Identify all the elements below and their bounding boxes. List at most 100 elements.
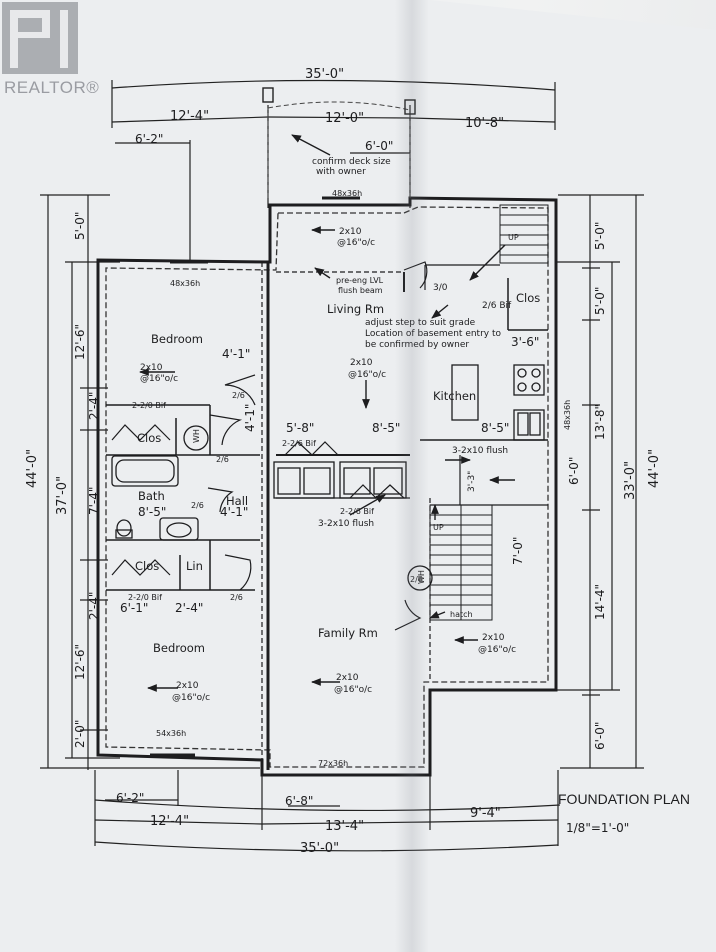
room-bath: Bath: [138, 489, 165, 503]
paper-fold-shadow: [395, 0, 429, 952]
dim-top-sub-mid: 6'-0": [365, 139, 393, 153]
note-step-3: be confirmed by owner: [365, 340, 469, 350]
note-deck-1: confirm deck size: [312, 157, 391, 167]
dim-inner-d: 8'-5": [372, 421, 400, 435]
realtor-watermark-text: REALTOR®: [4, 78, 100, 97]
dimension-lines: [40, 79, 644, 852]
dim-left-f: 12'-6": [73, 644, 87, 680]
label-stair-up-top: UP: [508, 233, 519, 242]
label-bifold-living: 2-2/6 Bif: [282, 439, 316, 448]
label-window-kitchen: 48x36h: [563, 400, 572, 430]
dim-right-g: 6'-0": [593, 722, 607, 750]
dim-inner-j: 3'-6": [511, 335, 539, 349]
dim-bottom-overall: 35'-0": [300, 841, 339, 856]
joist-spacing-family: @16"o/c: [334, 685, 372, 695]
note-beam-2: flush beam: [338, 286, 383, 295]
realtor-watermark: REALTOR®: [0, 0, 99, 102]
label-bifold-closet-top: 2-2/0 Bif: [132, 401, 166, 410]
room-kitchen: Kitchen: [433, 389, 476, 403]
dim-inner-g: 4'-1": [220, 505, 248, 519]
dim-inner-k: 3'-3": [467, 471, 477, 492]
label-door-bedroom-bottom: 2/6: [230, 593, 243, 602]
label-stair-up-bottom: UP: [433, 523, 444, 532]
doors: [111, 261, 428, 631]
dim-left-c: 2'-4": [87, 392, 101, 420]
dim-inner-a: 4'-1": [222, 347, 250, 361]
room-closet-kitchen: Clos: [516, 291, 540, 305]
joist-size-bedroom-bottom: 2x10: [176, 681, 199, 691]
dim-left-e: 2'-4": [87, 592, 101, 620]
note-beam-1: pre-eng LVL: [336, 276, 384, 285]
dim-inner-b: 4'-1": [243, 404, 257, 432]
dim-bottom-sub-left: 6'-2": [116, 791, 144, 805]
room-bedroom-top: Bedroom: [151, 332, 203, 346]
joist-spacing-deck: @16"o/c: [337, 238, 375, 248]
note-step-2: Location of basement entry to: [365, 329, 502, 339]
joist-size-bedroom-top: 2x10: [140, 363, 163, 373]
joist-spacing-bedroom-top: @16"o/c: [140, 374, 178, 384]
dim-bottom-left: 12'-4": [150, 814, 189, 829]
dim-right-a: 5'-0": [593, 222, 607, 250]
label-door-hall: 2/6: [191, 501, 204, 510]
plan-title: FOUNDATION PLAN: [558, 791, 690, 807]
label-water-heater-top: WH: [192, 429, 201, 443]
room-family: Family Rm: [318, 626, 378, 640]
note-deck-2: with owner: [316, 167, 366, 177]
dim-right-d: 6'-0": [567, 457, 581, 485]
room-bedroom-bottom: Bedroom: [153, 641, 205, 655]
dim-inner-f: 8'-5": [138, 505, 166, 519]
dim-right-inner: 33'-0": [623, 461, 638, 500]
room-linen: Lin: [186, 559, 203, 573]
dim-left-overall: 44'-0": [25, 449, 40, 488]
realtor-logo-icon: [2, 2, 78, 74]
room-closet-bottom: Clos: [135, 559, 159, 573]
dim-inner-h: 6'-1": [120, 601, 148, 615]
label-hatch: hatch: [450, 610, 473, 619]
joist-size-deck: 2x10: [339, 227, 362, 237]
room-living: Living Rm: [327, 302, 384, 316]
plan-scale: 1/8"=1'-0": [566, 821, 629, 835]
dim-bottom-sub-mid: 6'-8": [285, 794, 313, 808]
note-step-1: adjust step to suit grade: [365, 318, 476, 328]
joist-spacing-utility: @16"o/c: [478, 645, 516, 655]
joist-size-utility: 2x10: [482, 633, 505, 643]
dim-top-right: 10'-8": [465, 116, 504, 131]
dim-inner-i: 2'-4": [175, 601, 203, 615]
joist-spacing-bedroom-bottom: @16"o/c: [172, 693, 210, 703]
dim-right-e: 7'-0": [511, 537, 525, 565]
joist-arrows: [139, 134, 515, 692]
room-hall: Hall: [226, 494, 248, 508]
dim-top-mid: 12'-0": [325, 111, 364, 126]
fixtures: [111, 204, 549, 621]
dim-bottom-right: 9'-4": [470, 806, 501, 821]
joist-size-family: 2x10: [336, 673, 359, 683]
label-flush-beam-1: 3-2x10 flush: [452, 446, 508, 456]
label-bifold-closet-bottom: 2-2/0 Bif: [128, 593, 162, 602]
room-labels: Bedroom Bedroom Living Rm Kitchen Bath H…: [135, 291, 540, 655]
dim-left-b: 12'-6": [73, 324, 87, 360]
label-flush-beam-2: 3-2x10 flush: [318, 519, 374, 529]
plan-notes: confirm deck size with owner 48x36h 2x10…: [128, 157, 572, 768]
label-door-30: 3/0: [433, 283, 448, 293]
dim-left-a: 5'-0": [73, 212, 87, 240]
label-window-family: 72x36h: [318, 759, 348, 768]
dim-right-c: 13'-8": [593, 404, 607, 440]
windows: [150, 196, 558, 777]
room-closet-top: Clos: [137, 431, 161, 445]
dim-bottom-mid: 13'-4": [325, 819, 364, 834]
foundation-walls: [96, 87, 558, 777]
label-door-bath: 2/6: [216, 455, 229, 464]
label-door-bedroom-top: 2/6: [232, 391, 245, 400]
joist-spacing-living: @16"o/c: [348, 370, 386, 380]
dim-left-g: 2'-0": [73, 720, 87, 748]
interior-walls: [106, 262, 548, 770]
joist-size-living: 2x10: [350, 358, 373, 368]
label-window-bedroom-bottom: 54x36h: [156, 729, 186, 738]
dim-top-sub-left: 6'-2": [135, 132, 163, 146]
dim-right-b: 5'-0": [593, 287, 607, 315]
dim-top-overall: 35'-0": [305, 67, 344, 82]
dim-inner-c: 5'-8": [286, 421, 314, 435]
label-bifold-family: 2-2/6 Bif: [340, 507, 374, 516]
